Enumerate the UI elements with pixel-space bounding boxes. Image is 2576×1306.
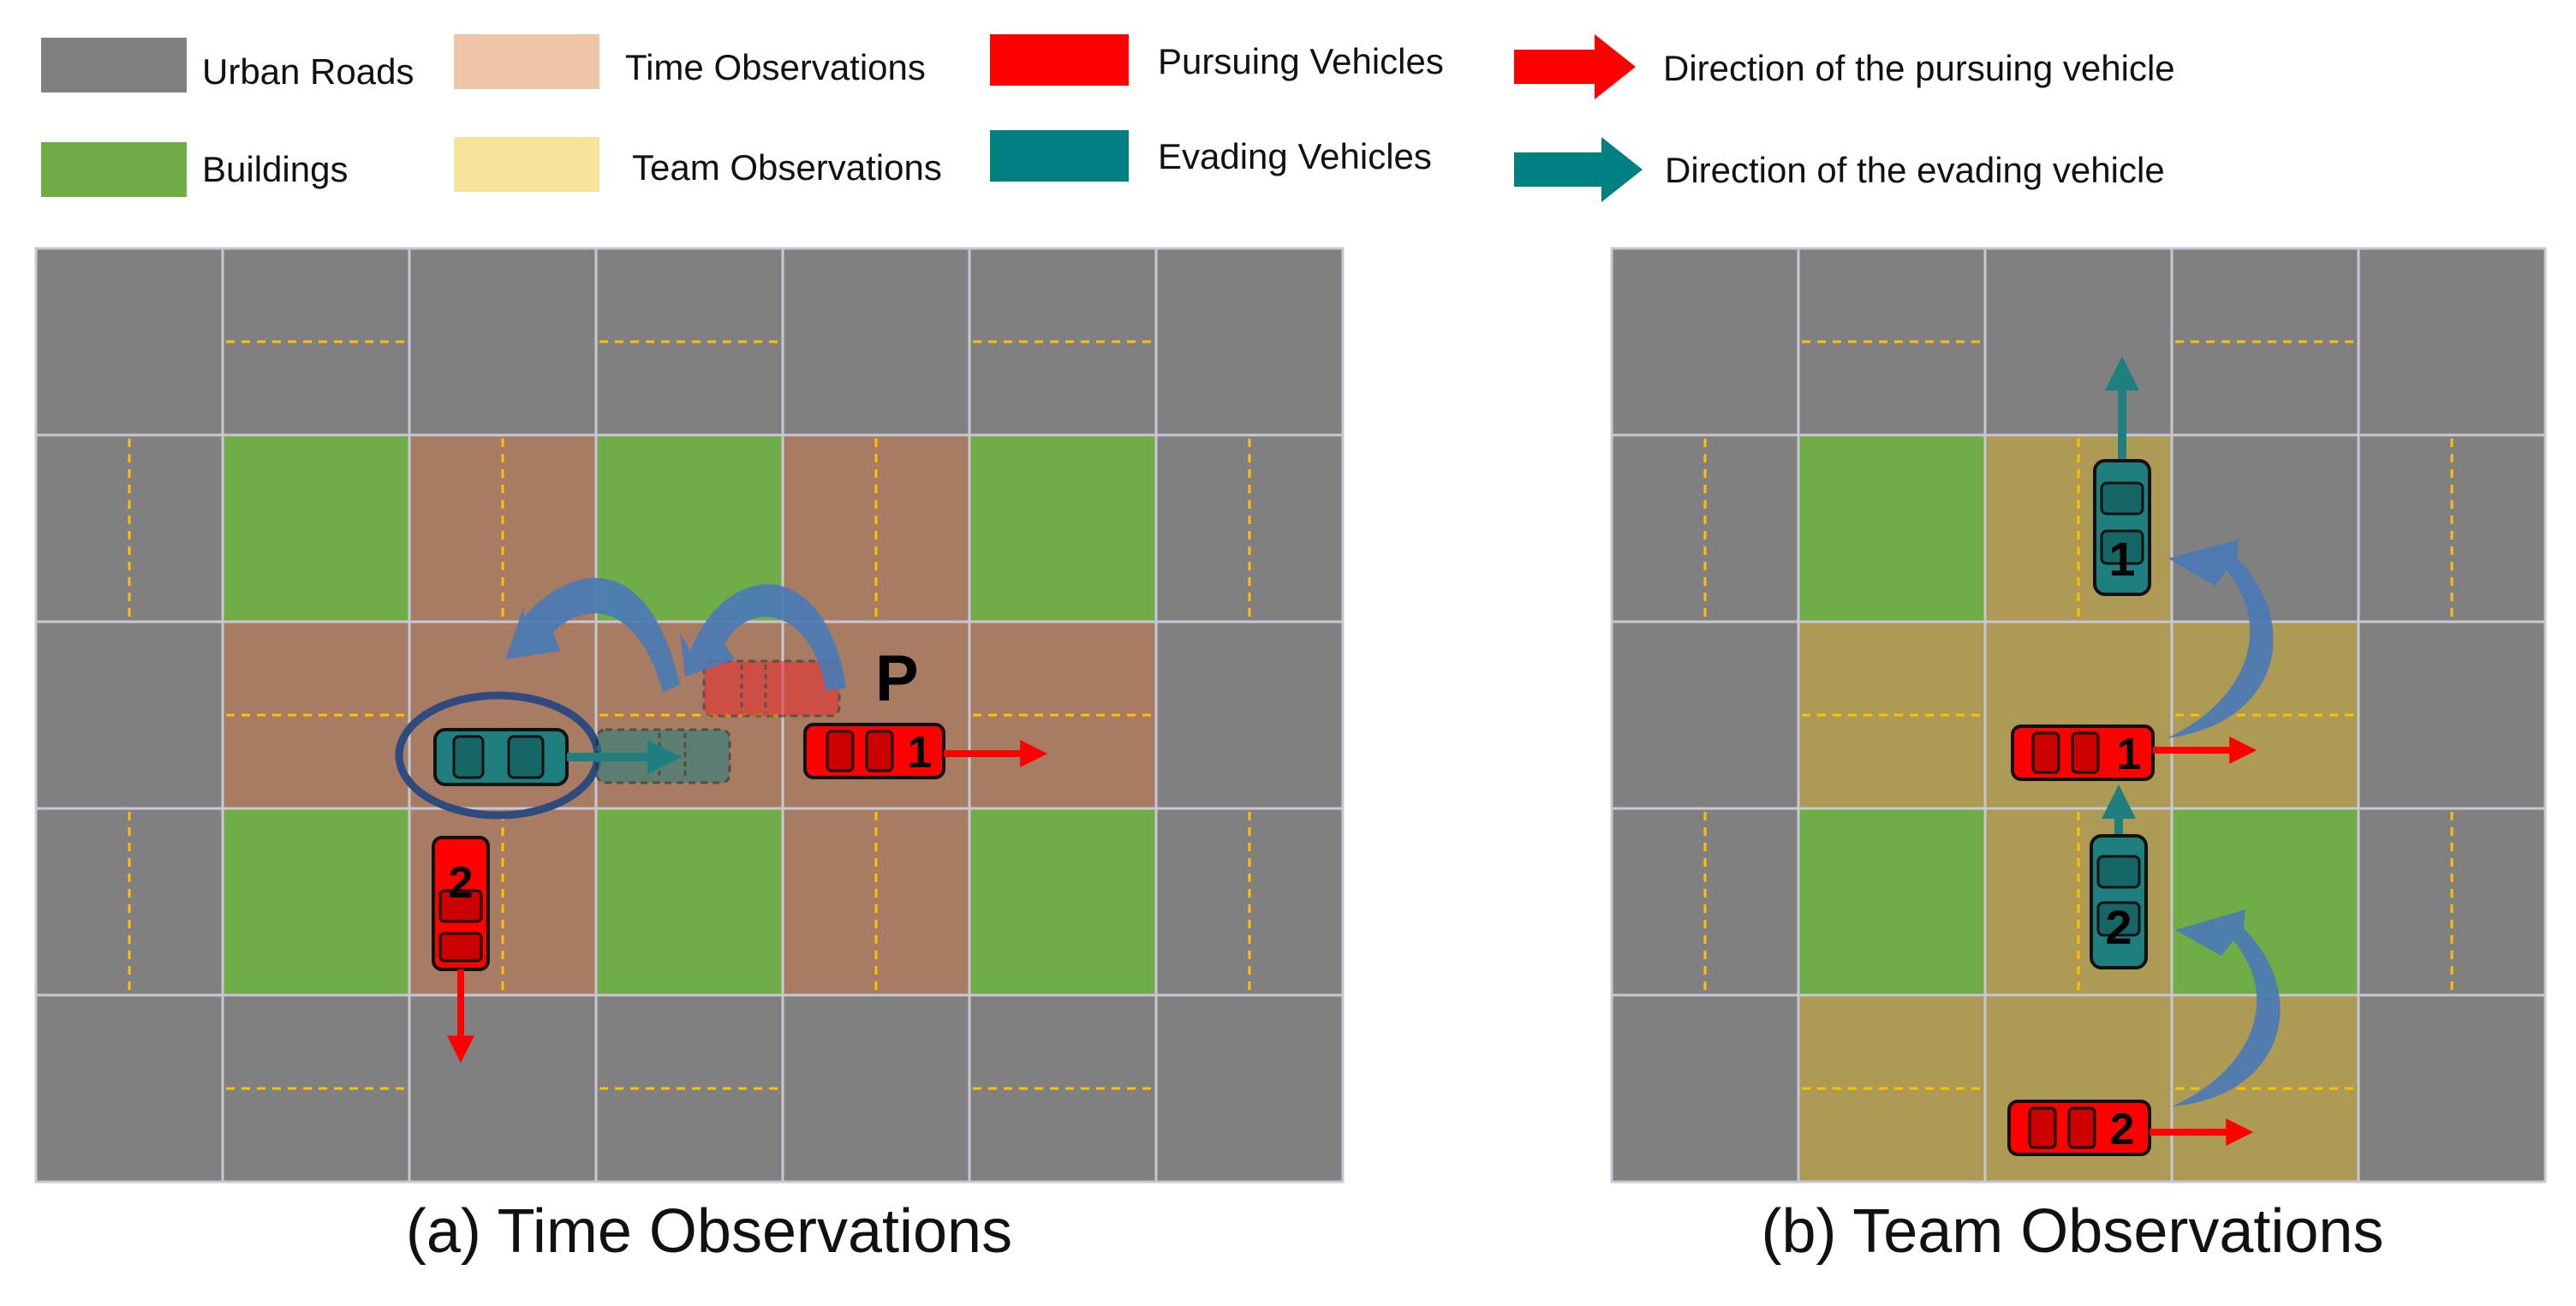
pursuer-vehicle-1-a: 1 [803,723,945,779]
road-cell [2357,620,2547,810]
road-cell [34,807,224,997]
team-observations-swatch [454,137,599,192]
evader-vehicle-a [433,728,569,786]
road-cell [1154,247,1345,437]
legend-item-team-observations: Team Observations [454,137,942,192]
curved-jump-arrow-2 [680,584,846,690]
buildings-swatch [41,142,187,197]
road-cell [1154,993,1345,1184]
caption-time-observations: (a) Time Observations [406,1197,1012,1266]
road-cell [2170,247,2360,437]
observed-road-cell [1797,993,1987,1184]
road-cell [781,993,971,1184]
legend-item-evading-direction: Direction of the evading vehicle [1514,137,2165,202]
evader-2-label-b: 2 [2105,900,2132,954]
road-cell [408,993,598,1184]
road-cell [2170,433,2360,623]
road-cell [2357,433,2547,623]
urban-roads-label: Urban Roads [202,51,414,92]
pursuing-vehicles-swatch [990,34,1129,86]
legend-item-buildings: Buildings [41,142,348,197]
pursuer-2-label-b: 2 [2110,1105,2135,1154]
evader-1-label-b: 1 [2108,532,2135,586]
evading-vehicles-swatch [990,130,1129,182]
legend-item-time-observations: Time Observations [454,34,926,89]
team-observations-label: Team Observations [632,147,942,188]
road-cell [968,247,1158,437]
pursuer-vehicle-1-b: 1 [2011,725,2155,781]
curved-jump-arrow-1 [505,577,680,692]
road-cell [1983,247,2174,437]
time-observations-swatch [454,34,599,89]
road-cell [34,620,224,810]
curved-support-arrow-1 [2167,540,2274,738]
pursuing-direction-arrow-icon [1514,34,1636,99]
observed-road-cell [1797,620,1987,810]
building-block [968,433,1158,623]
panel-team-observations: 1 1 2 2 (b) Team Observations [1610,247,2547,1266]
pursuer-previous-position [702,659,841,718]
road-cell [781,247,971,437]
time-observations-label: Time Observations [625,47,926,87]
road-cell [1154,620,1345,810]
building-block [594,807,784,997]
previous-position-marker: P [875,642,919,715]
building-block [1797,807,1987,997]
caption-team-observations: (b) Team Observations [1762,1197,2384,1266]
pursuing-vehicles-label: Pursuing Vehicles [1158,41,1444,81]
road-cell [968,993,1158,1184]
pursuer-1-label-a: 1 [908,728,933,778]
building-block [221,433,411,623]
evading-vehicles-label: Evading Vehicles [1158,136,1432,176]
legend-item-pursuing-vehicles: Pursuing Vehicles [990,34,1444,86]
pursuing-direction-label: Direction of the pursuing vehicle [1663,48,2175,88]
road-cell [2357,807,2547,997]
legend-item-urban-roads: Urban Roads [41,38,414,92]
legend-item-pursuing-direction: Direction of the pursuing vehicle [1514,34,2175,99]
road-cell [1610,247,1800,437]
road-cell [1610,993,1800,1184]
road-cell [594,247,784,437]
observed-road-cell [968,620,1158,810]
urban-roads-swatch [41,38,187,92]
observed-road-cell [781,433,971,623]
evader-vehicle-2-b: 2 [2090,834,2148,969]
curved-support-arrow-2 [2172,909,2281,1106]
map-grid-b [1610,247,2547,1184]
road-cell [2357,247,2547,437]
road-cell [1610,620,1800,810]
road-cell [1797,247,1987,437]
building-block [968,807,1158,997]
pursuer-vehicle-2-b: 2 [2007,1100,2151,1156]
evading-direction-label: Direction of the evading vehicle [1665,150,2165,190]
building-block [221,807,411,997]
legend-item-evading-vehicles: Evading Vehicles [990,130,1432,182]
pursuer-vehicle-2-a: 2 [432,836,490,971]
road-cell [1154,807,1345,997]
building-block [1797,433,1987,623]
evading-direction-arrow-icon [1514,137,1643,202]
buildings-label: Buildings [202,149,348,189]
road-cell [34,993,224,1184]
observed-road-cell [221,620,411,810]
evader-vehicle-1-b: 1 [2093,459,2151,596]
panel-time-observations: P 1 2 (a) Time Observations [34,247,1345,1266]
road-cell [408,247,598,437]
pursuer-2-label-a: 2 [449,858,474,908]
road-cell [2357,993,2547,1184]
legend: Urban Roads Buildings Time Observations … [41,34,2175,202]
road-cell [34,433,224,623]
pursuer-1-label-b: 1 [2117,730,2142,779]
road-cell [34,247,224,437]
road-cell [1154,433,1345,623]
road-cell [221,247,411,437]
